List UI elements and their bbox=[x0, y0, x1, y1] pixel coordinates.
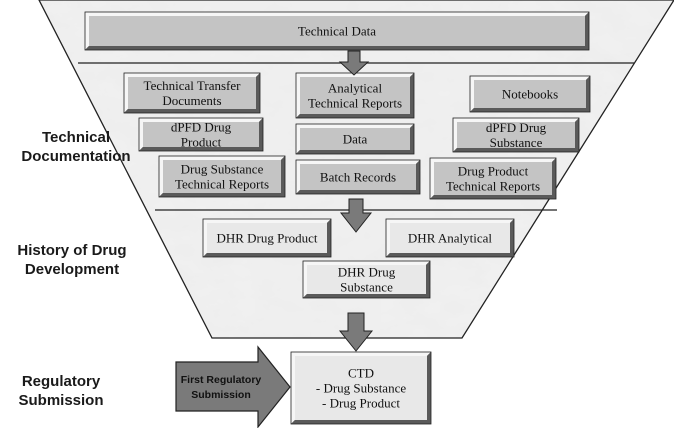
history-box-dhr-drug-product: DHR Drug Product bbox=[202, 218, 332, 258]
tech-box-batch-records-text-1: Batch Records bbox=[320, 170, 396, 185]
tech-box-notebooks-text-1: Notebooks bbox=[502, 87, 558, 102]
history-box-dhr-drug-substance-text-1: DHR Drug bbox=[338, 265, 396, 280]
ctd-box-text-1: CTD bbox=[348, 366, 374, 381]
tech-box-technical-transfer-documents-text-1: Technical Transfer bbox=[144, 78, 242, 93]
history-label-line2: Development bbox=[24, 261, 120, 278]
tech-box-dpfd-drug-product-text-2: Product bbox=[181, 135, 222, 150]
history-label-line1: History of Drug bbox=[17, 242, 127, 259]
tech-box-analytical-technical-reports-text-1: Analytical bbox=[328, 81, 383, 96]
technical-label-line2: Documentation bbox=[21, 148, 131, 165]
tech-box-analytical-technical-reports-text-2: Technical Reports bbox=[308, 96, 402, 111]
technical-documentation-label: Technical Documentation bbox=[6, 128, 146, 166]
first-submission-text-2: Submission bbox=[191, 389, 251, 401]
tech-box-batch-records: Batch Records bbox=[295, 159, 421, 195]
tech-box-dpfd-drug-product-text-1: dPFD Drug bbox=[171, 120, 232, 135]
tech-box-drug-substance-technical-reports-text-2: Technical Reports bbox=[175, 177, 269, 192]
first-submission-text-1: First Regulatory bbox=[181, 374, 262, 386]
history-box-dhr-drug-substance-text-2: Substance bbox=[340, 280, 393, 295]
regulatory-label-line2: Submission bbox=[18, 392, 104, 409]
history-box-dhr-analytical-text-1: DHR Analytical bbox=[408, 231, 493, 246]
ctd-box-text-3: - Drug Product bbox=[322, 396, 400, 411]
ctd-box: CTD- Drug Substance- Drug Product bbox=[290, 351, 432, 425]
tech-box-data: Data bbox=[295, 123, 415, 155]
arrow-history-to-ctd bbox=[338, 312, 374, 352]
ctd-box-text-2: - Drug Substance bbox=[316, 381, 406, 396]
regulatory-submission-label: Regulatory Submission bbox=[0, 372, 122, 410]
tech-box-technical-transfer-documents-text-2: Documents bbox=[162, 93, 221, 108]
tech-box-drug-product-technical-reports-text-2: Technical Reports bbox=[446, 179, 540, 194]
tech-box-notebooks: Notebooks bbox=[469, 75, 591, 113]
technical-label-line1: Technical bbox=[41, 129, 111, 146]
tech-box-dpfd-drug-substance-text-2: Substance bbox=[490, 135, 543, 150]
arrow-technical-data-to-documentation bbox=[338, 50, 370, 76]
history-box-dhr-drug-product-text-1: DHR Drug Product bbox=[216, 231, 317, 246]
technical-data-box: Technical Data bbox=[84, 11, 590, 51]
arrow-documentation-to-history bbox=[339, 198, 373, 233]
history-box-dhr-analytical: DHR Analytical bbox=[385, 218, 515, 258]
regulatory-label-line1: Regulatory bbox=[21, 373, 101, 390]
tech-box-dpfd-drug-substance-text-1: dPFD Drug bbox=[486, 120, 547, 135]
tech-box-drug-substance-technical-reports-text-1: Drug Substance bbox=[181, 162, 264, 177]
tech-box-data-text-1: Data bbox=[343, 132, 368, 147]
history-of-drug-development-label: History of Drug Development bbox=[2, 241, 142, 279]
tech-box-drug-product-technical-reports-text-1: Drug Product bbox=[458, 164, 529, 179]
technical-data-box-text-1: Technical Data bbox=[298, 24, 376, 39]
